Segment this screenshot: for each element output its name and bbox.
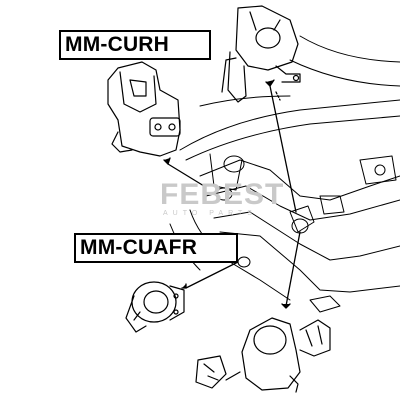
part-label-mm-cuafr: MM-CUAFR <box>74 233 238 263</box>
bottom-right-mount-part <box>195 317 331 393</box>
watermark-brand: FEBEST <box>160 178 285 211</box>
mm-curh-mount-part <box>107 49 181 157</box>
mm-cuafr-mount-part <box>125 281 185 333</box>
vehicle-subframe <box>169 35 400 313</box>
watermark-tagline: AUTO PARTS <box>163 210 257 217</box>
part-label-mm-curh: MM-CURH <box>59 30 211 60</box>
top-right-engine-mount <box>221 5 301 103</box>
leader-arrows <box>163 79 301 309</box>
